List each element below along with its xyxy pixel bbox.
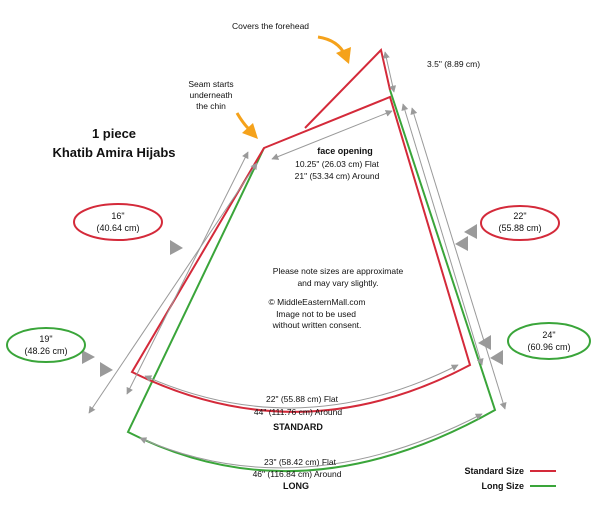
right-standard-inch: 22" [513,211,526,221]
standard-size-outline [130,95,472,413]
long-label: LONG [283,481,309,491]
note-line-4: Image not to be used [276,309,356,319]
right-standard-pointer-1 [455,236,468,251]
face-opening-around: 21" (53.34 cm) Around [295,171,380,181]
left-long-cm: (48.26 cm) [24,346,67,356]
note-line-2: and may vary slightly. [297,278,378,288]
left-standard-inch: 16" [111,211,124,221]
note-copyright: © MiddleEasternMall.com [269,297,366,307]
standard-around: 44" (111.76 cm) Around [254,407,342,417]
right-standard-cm: (55.88 cm) [498,223,541,233]
left-long-pointer-1 [82,350,95,364]
note-line-1: Please note sizes are approximate [273,266,404,276]
seam-label-line-2: underneath [189,90,232,100]
standard-label: STANDARD [273,422,323,432]
right-standard-badge: 22" (55.88 cm) [480,205,560,241]
left-long-inch: 19" [39,334,52,344]
badge-pointers [82,224,503,377]
legend-long-label: Long Size [482,481,525,491]
left-standard-pointer [170,240,183,255]
left-long-guide [88,162,258,414]
left-long-badge: 19" (48.26 cm) [6,327,86,363]
right-standard-pointer-2 [464,224,477,239]
legend: Standard Size Long Size [464,466,556,491]
seam-label-line-3: the chin [196,101,226,111]
right-long-pointer-1 [490,350,503,365]
face-opening-flat: 10.25" (26.03 cm) Flat [295,159,379,169]
forehead-pointer-arrow [317,35,351,64]
standard-flat: 22" (55.88 cm) Flat [266,394,339,404]
left-long-pointer-2 [100,362,113,377]
right-long-pointer-2 [478,335,491,350]
right-long-inch: 24" [542,330,555,340]
legend-standard-label: Standard Size [464,466,524,476]
right-long-badge: 24" (60.96 cm) [507,322,591,360]
standard-hem-guide [144,364,459,409]
note-line-5: without written consent. [272,320,362,330]
long-around: 46" (116.84 cm) Around [253,469,342,479]
left-standard-guide [126,151,249,395]
long-flat: 23" (58.42 cm) Flat [264,457,337,467]
right-long-guide [410,107,507,410]
measurement-guides [88,51,507,469]
seam-label-line-1: Seam starts [188,79,233,89]
covers-forehead-label: Covers the forehead [232,21,309,31]
face-opening-guide [271,110,393,160]
title-line-2: Khatib Amira Hijabs [52,145,175,160]
title-line-1: 1 piece [92,126,136,141]
seam-pointer-arrow [235,112,258,139]
left-standard-cm: (40.64 cm) [96,223,139,233]
left-standard-badge: 16" (40.64 cm) [73,203,163,241]
forehead-guide [382,51,397,93]
long-hem-guide [139,413,483,469]
right-long-cm: (60.96 cm) [527,342,570,352]
forehead-measurement: 3.5" (8.89 cm) [427,59,480,69]
face-opening-title: face opening [317,146,373,156]
